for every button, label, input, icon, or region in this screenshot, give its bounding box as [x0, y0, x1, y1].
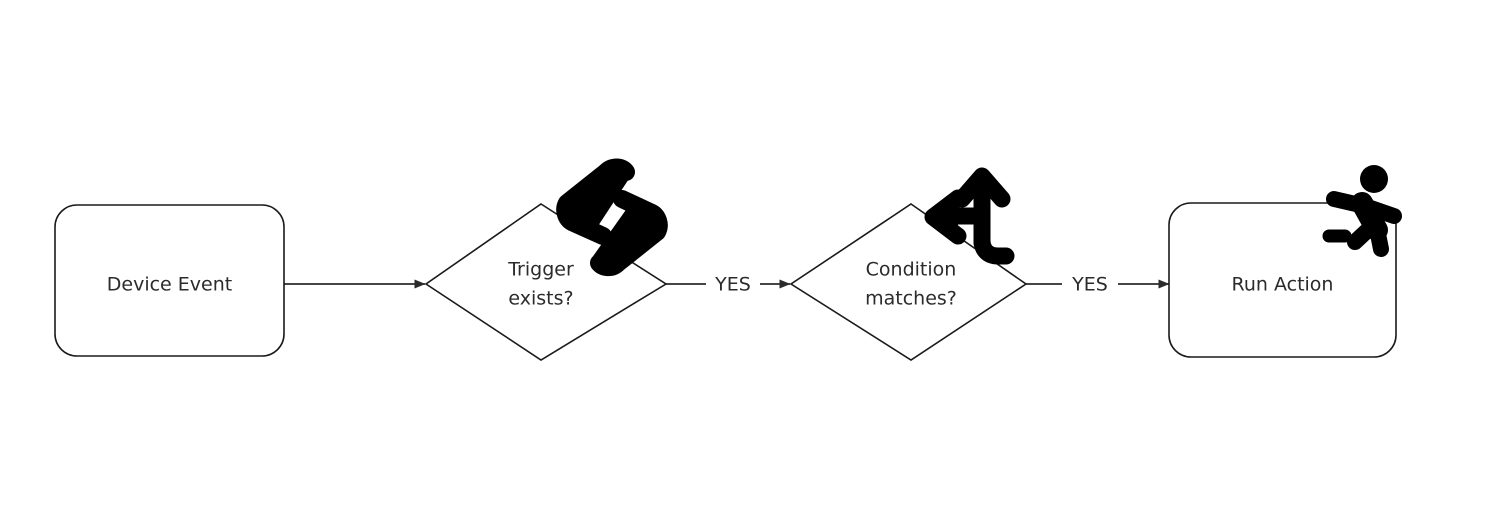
- trigger-exists-label-line1: Trigger: [507, 259, 574, 281]
- edge-condition-to-run-action: YES: [1026, 274, 1170, 296]
- branch-arrow-icon: [924, 167, 1015, 265]
- run-action-label: Run Action: [1232, 274, 1334, 296]
- condition-matches-diamond[interactable]: [789, 203, 1028, 361]
- running-person-icon: [1322, 165, 1402, 257]
- node-device-event[interactable]: Device Event: [54, 204, 285, 357]
- condition-matches-label-line1: Condition: [866, 259, 957, 281]
- device-event-box[interactable]: [54, 204, 285, 357]
- edge-label-yes-2: YES: [1071, 274, 1108, 296]
- node-condition-matches[interactable]: Condition matches?: [789, 203, 1028, 361]
- condition-matches-label-line2: matches?: [865, 288, 957, 310]
- device-event-label: Device Event: [107, 274, 232, 296]
- edge-label-yes-1: YES: [714, 274, 751, 296]
- node-trigger-exists[interactable]: Trigger exists?: [424, 203, 668, 361]
- trigger-exists-label-line2: exists?: [508, 288, 573, 310]
- edge-trigger-to-condition: YES: [666, 274, 791, 296]
- lightning-bolt-icon: [556, 158, 668, 277]
